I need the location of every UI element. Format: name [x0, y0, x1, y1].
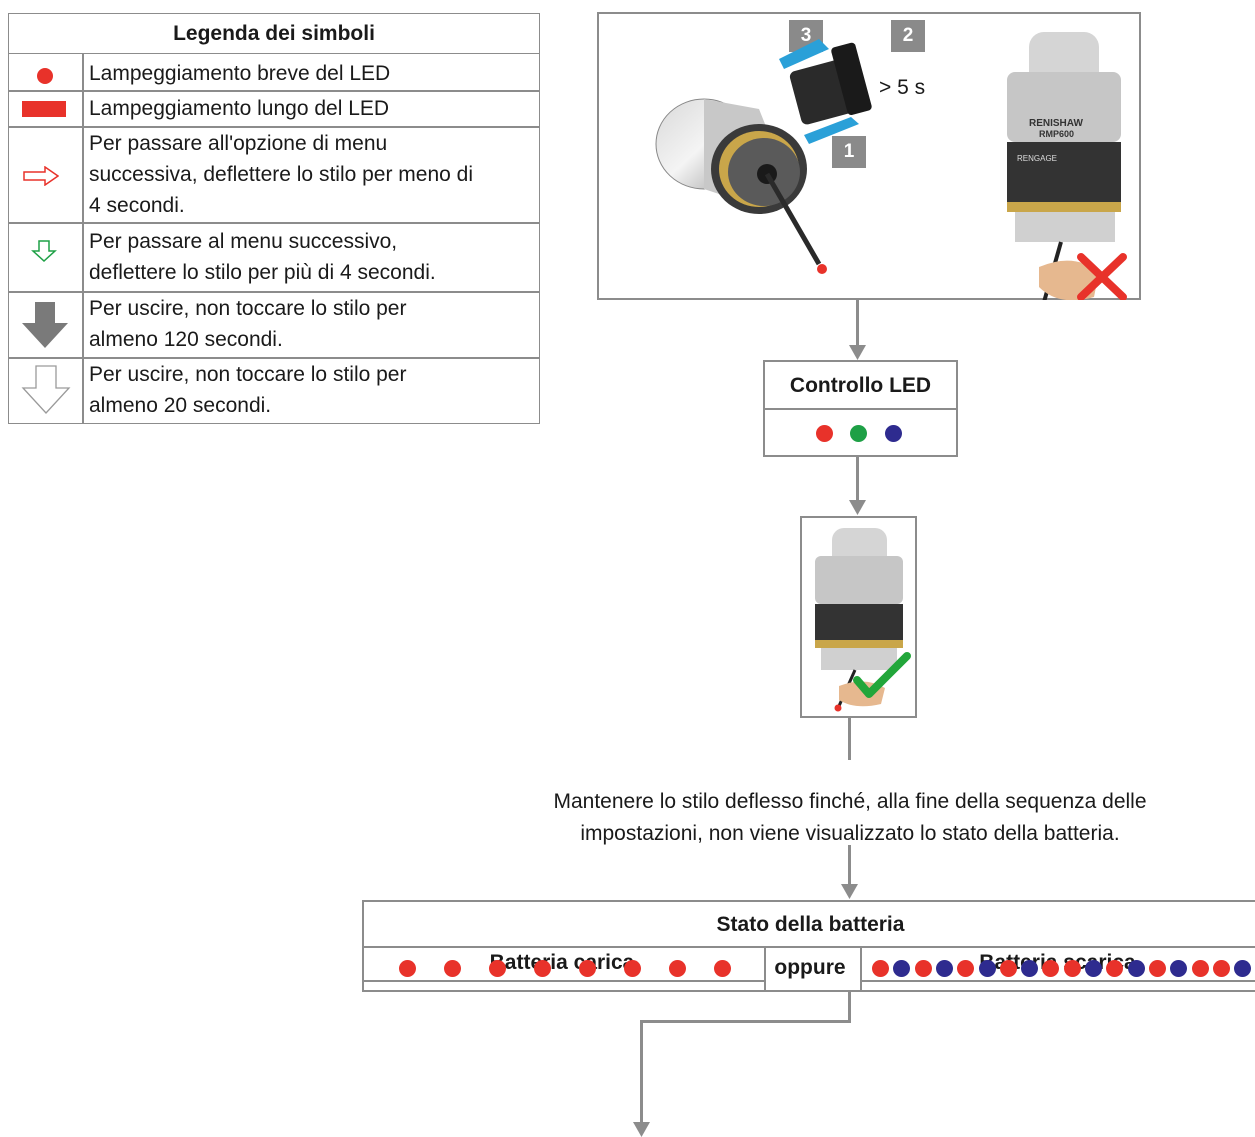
legend-item-text: Per passare all'opzione di menu [89, 132, 388, 155]
legend-row-divider [9, 291, 539, 293]
battery-insertion-illustration: 3 2 1 > 5 s [597, 12, 1141, 300]
grey-filled-down-arrow-icon [22, 302, 68, 348]
legend-item-exit-120: Per uscire, non toccare lo stilo per alm… [89, 293, 535, 355]
green-outline-down-arrow-icon [31, 240, 57, 262]
step-badge: 1 [832, 136, 866, 168]
or-label: oppure [774, 956, 846, 979]
table-row-divider [364, 980, 764, 982]
battery-led-dot [935, 960, 953, 977]
legend-item-text: 4 secondi. [89, 194, 185, 217]
connector-arrowhead-icon [633, 1122, 650, 1137]
legend-item-text: successiva, deflettere lo stilo per meno… [89, 163, 474, 186]
legend-item-next-menu: Per passare al menu successivo, deflette… [89, 226, 535, 288]
probe-sub-label: RENGAGE [1017, 154, 1058, 163]
legend-row-divider [9, 357, 539, 359]
connector-line [640, 1020, 643, 1125]
legend-row-divider [9, 126, 539, 128]
connector-arrowhead-icon [841, 884, 858, 899]
table-row-divider [862, 980, 1255, 982]
legend-item-text: Lampeggiamento lungo del LED [89, 97, 390, 120]
legend-table: Legenda dei simboli Lampeggiamento breve… [8, 13, 540, 424]
battery-led-dot [624, 960, 641, 977]
short-flash-dot-icon [37, 68, 53, 84]
legend-item-text: Per passare al menu successivo, [89, 230, 398, 253]
connector-arrowhead-icon [849, 500, 866, 515]
led-blue-dot [885, 425, 902, 442]
led-check-title: Controllo LED [765, 362, 956, 410]
legend-item-text: almeno 20 secondi. [89, 394, 272, 417]
instruction-text: Mantenere lo stilo deflesso finché, alla… [480, 786, 1220, 850]
battery-led-dot [978, 960, 996, 977]
connector-line [848, 718, 851, 760]
connector-line [848, 992, 851, 1022]
legend-item-text: almeno 120 secondi. [89, 328, 283, 351]
probe-front-view-image [1007, 32, 1127, 300]
battery-led-dot [1170, 960, 1188, 977]
legend-row-divider [9, 90, 539, 92]
battery-led-dot [489, 960, 506, 977]
legend-item-text: Per uscire, non toccare lo stilo per [89, 297, 407, 320]
long-flash-bar-icon [22, 101, 66, 117]
battery-led-dot [957, 960, 975, 977]
connector-line [856, 457, 859, 507]
battery-cartridge-image [779, 39, 872, 144]
grey-outline-down-arrow-icon [21, 365, 71, 414]
time-label: > 5 s [879, 76, 926, 99]
legend-item-text: Lampeggiamento breve del LED [89, 62, 391, 85]
connector-line [856, 300, 859, 355]
probe-side-view-image [655, 98, 827, 274]
legend-item-text: Per uscire, non toccare lo stilo per [89, 363, 407, 386]
probe-deflect-illustration [800, 516, 917, 718]
legend-divider [82, 54, 84, 423]
battery-led-dot [534, 960, 551, 977]
led-red-dot [816, 425, 833, 442]
battery-led-dot [1042, 960, 1060, 977]
battery-led-dot [399, 960, 416, 977]
battery-led-dot [1021, 960, 1039, 977]
led-check-box: Controllo LED [763, 360, 958, 457]
connector-line [640, 1020, 851, 1023]
probe-brand-label: RENISHAW [1029, 118, 1083, 129]
battery-led-dot [1106, 960, 1124, 977]
legend-item-long-flash: Lampeggiamento lungo del LED [89, 93, 535, 124]
battery-led-dot [1148, 960, 1166, 977]
instruction-line: impostazioni, non viene visualizzato lo … [580, 822, 1120, 845]
battery-led-dot [444, 960, 461, 977]
legend-item-next-option: Per passare all'opzione di menu successi… [89, 128, 535, 221]
legend-item-text: deflettere lo stilo per più di 4 secondi… [89, 261, 436, 284]
battery-led-dot [1234, 960, 1252, 977]
battery-good-label: Batteria carica [489, 951, 635, 974]
connector-line [848, 845, 851, 890]
legend-row-divider [9, 222, 539, 224]
red-outline-right-arrow-icon [23, 166, 59, 186]
battery-led-dot [872, 960, 889, 977]
battery-low-dot-row [860, 948, 1255, 992]
battery-status-title: Stato della batteria [364, 902, 1255, 948]
probe-front-view-image [815, 528, 911, 712]
table-bottom-border [362, 990, 1255, 992]
instruction-line: Mantenere lo stilo deflesso finché, alla… [553, 790, 1147, 813]
battery-led-dot [1127, 960, 1145, 977]
table-divider [764, 948, 766, 992]
legend-item-short-flash: Lampeggiamento breve del LED [89, 58, 535, 89]
battery-led-dot [579, 960, 596, 977]
legend-title: Legenda dei simboli [9, 14, 539, 54]
probe-model-label: RMP600 [1039, 129, 1075, 139]
battery-led-dot [914, 960, 932, 977]
legend-item-exit-20: Per uscire, non toccare lo stilo per alm… [89, 359, 535, 421]
battery-led-dot [669, 960, 686, 977]
battery-led-dot [714, 960, 731, 977]
battery-led-dot [1085, 960, 1102, 977]
battery-led-dot [1191, 960, 1209, 977]
battery-led-dot [893, 960, 911, 977]
led-green-dot [850, 425, 867, 442]
battery-led-dot [999, 960, 1017, 977]
table-divider [860, 948, 862, 992]
step-badge: 2 [891, 20, 925, 52]
connector-arrowhead-icon [849, 345, 866, 360]
battery-led-dot [1063, 960, 1081, 977]
battery-good-dot-row [362, 948, 762, 992]
battery-led-dot [1212, 960, 1230, 977]
